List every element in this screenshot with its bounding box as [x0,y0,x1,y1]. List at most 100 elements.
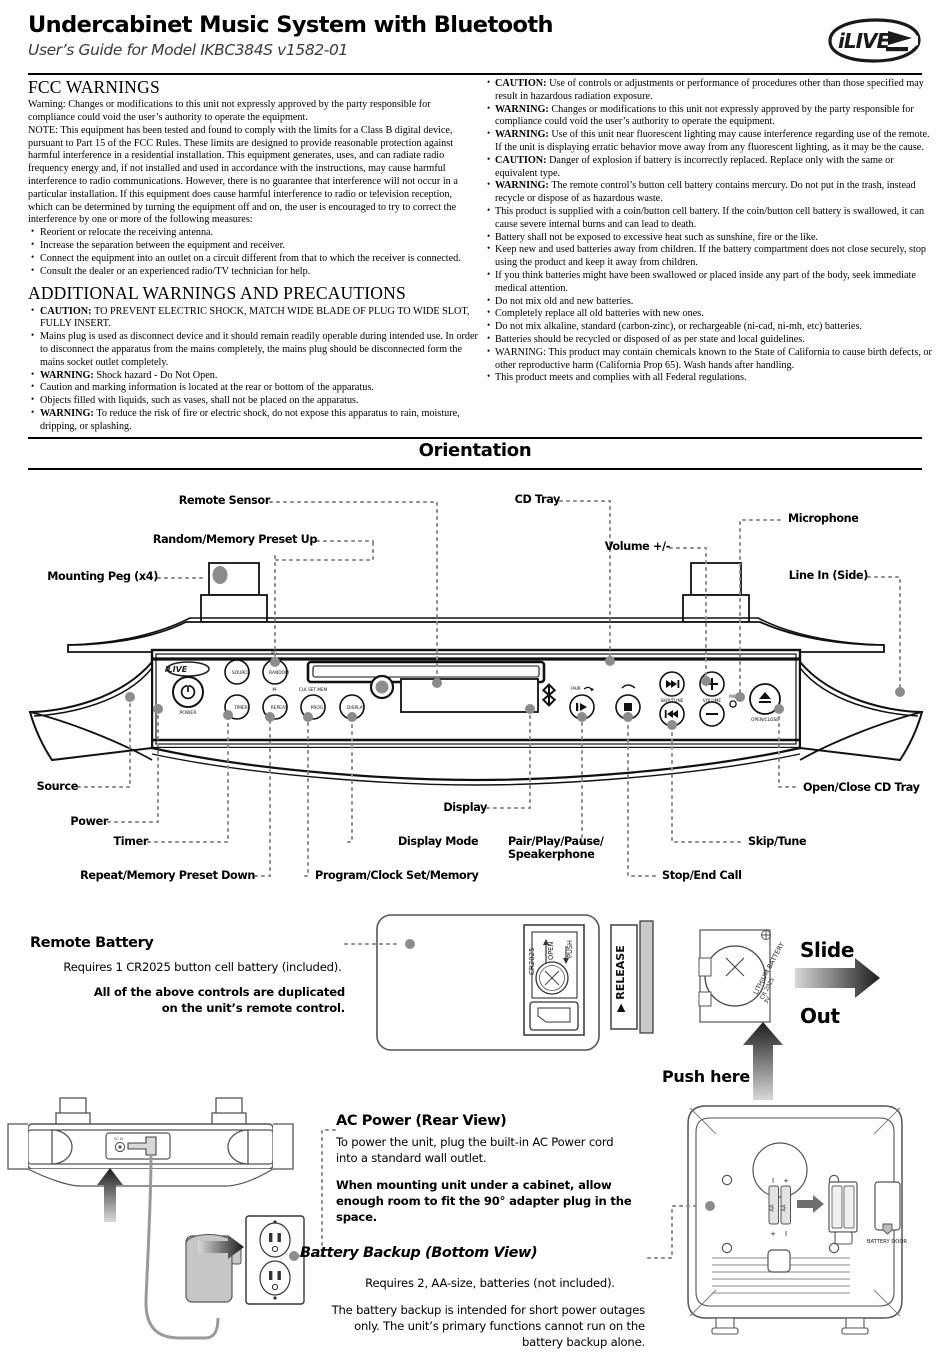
svg-text:M-: M- [272,687,278,693]
svg-text:DISPLAY: DISPLAY [347,705,365,711]
page-title: Undercabinet Music System with Bluetooth [28,12,553,38]
right-warning-item: CAUTION: Use of controls or adjustments … [484,77,934,104]
callout-cd-tray: CD Tray [514,493,561,506]
right-warning-item: WARNING: Changes or modifications to thi… [484,103,934,130]
callout-program-clock: Program/Clock Set/Memory [315,869,479,882]
right-warnings-column: CAUTION: Use of controls or adjustments … [484,77,934,385]
ac-power-paragraph-1: To power the unit, plug the built-in AC … [336,1135,614,1165]
warning-lead: WARNING: [495,180,552,192]
battery-backup-paragraph-2: The battery backup is intended for short… [331,1303,646,1349]
slide-label: Slide [800,938,854,962]
callout-display-mode: Display Mode [398,835,479,848]
callout-random-preset-up: Random/Memory Preset Up [152,533,318,546]
svg-text:AA: AA [782,1204,788,1212]
ilive-logo: iLIVE ™ [826,18,922,64]
remote-battery-note-2: on the unit’s remote control. [161,1001,345,1015]
additional-warning-item: WARNING: To reduce the risk of fire or e… [28,407,478,434]
svg-text:TIMER: TIMER [233,705,248,711]
callout-timer: Timer [113,835,149,848]
svg-text:RANDOM: RANDOM [269,670,289,676]
warning-lead: WARNING: [495,129,552,141]
svg-text:▶ RELEASE: ▶ RELEASE [614,945,627,1012]
right-warning-item: This product meets and complies with all… [484,371,934,385]
fcc-note-paragraph: NOTE: This equipment has been tested and… [28,124,458,226]
ac-power-paragraph-2: When mounting unit under a cabinet, allo… [336,1178,632,1224]
right-warning-item: Battery shall not be exposed to excessiv… [484,231,934,245]
svg-text:iLIVE: iLIVE [165,665,188,674]
callout-remote-sensor: Remote Sensor [178,494,271,507]
additional-warning-item: CAUTION: TO PREVENT ELECTRIC SHOCK, MATC… [28,305,478,332]
svg-text:SKIP/TUNE: SKIP/TUNE [660,698,683,704]
right-warning-item: Completely replace all old batteries wit… [484,307,934,321]
callout-display: Display [443,801,487,814]
fcc-heading: FCC WARNINGS [28,77,160,97]
callout-skip-tune: Skip/Tune [748,835,807,848]
svg-text:+: + [770,1230,776,1238]
svg-text:CLK SET MEM: CLK SET MEM [299,687,328,692]
svg-text:M+: M+ [271,651,279,657]
right-warning-item: WARNING: Use of this unit near fluoresce… [484,128,934,155]
warning-lead: CAUTION: [40,305,95,317]
warning-lead: WARNING: [495,103,552,115]
out-label: Out [800,1004,840,1028]
additional-warnings-list: CAUTION: TO PREVENT ELECTRIC SHOCK, MATC… [28,305,478,434]
callout-source: Source [36,780,79,793]
svg-text:REPEAT: REPEAT [271,705,288,711]
orientation-divider-bottom [28,468,922,471]
fcc-measure-item: Reorient or relocate the receiving anten… [28,226,478,240]
callout-pair-play-pause: Pair/Play/Pause/ Speakerphone [508,835,604,861]
svg-text:PUSH: PUSH [566,940,574,958]
battery-backup-paragraph-1: Requires 2, AA-size, batteries (not incl… [365,1276,615,1290]
svg-text:PAIR: PAIR [571,686,581,692]
callout-open-close: Open/Close CD Tray [803,781,920,794]
warning-lead: WARNING: [40,369,97,381]
svg-text:CR2025: CR2025 [528,947,536,975]
header-divider [28,73,922,76]
callout-pair-line1: Pair/Play/Pause/ [508,835,604,848]
left-warnings-column: FCC WARNINGS Warning: Changes or modific… [28,77,478,434]
page-header: Undercabinet Music System with Bluetooth… [28,12,922,63]
svg-text:™: ™ [911,48,916,54]
svg-text:AA: AA [770,1204,776,1212]
callout-pair-line2: Speakerphone [508,848,595,862]
callout-stop-end-call: Stop/End Call [662,869,742,882]
fcc-measure-item: Connect the equipment into an outlet on … [28,252,478,266]
right-warning-item: Batteries should be recycled or disposed… [484,333,934,347]
svg-text:DC IN: DC IN [114,1137,124,1141]
callout-mounting-peg: Mounting Peg (x4) [47,570,158,583]
warning-lead: CAUTION: [495,154,550,166]
additional-warning-item: WARNING: Shock hazard - Do Not Open. [28,369,478,383]
push-here-label: Push here [662,1067,750,1086]
svg-text:MIC: MIC [729,694,737,699]
additional-warning-item: Caution and marking information is locat… [28,381,478,395]
svg-text:VOLUME: VOLUME [703,698,722,704]
callout-volume: Volume +/- [604,540,671,553]
right-warning-item: If you think batteries might have been s… [484,269,934,296]
warning-lead: WARNING: [40,408,97,420]
page-subtitle: User’s Guide for Model IKBC384S v1582-01 [28,40,348,59]
orientation-divider-top [28,437,922,440]
right-warning-item: This product is supplied with a coin/but… [484,205,934,232]
svg-text:I: I [772,1177,774,1185]
battery-backup-heading: Battery Backup (Bottom View) [300,1245,538,1261]
right-warnings-list: CAUTION: Use of controls or adjustments … [484,77,934,385]
svg-text:iLIVE: iLIVE [838,29,891,53]
svg-text:POWER: POWER [179,710,197,716]
fcc-measure-item: Consult the dealer or an experienced rad… [28,265,478,279]
svg-text:OPEN/CLOSE: OPEN/CLOSE [751,717,779,723]
remote-battery-line1: Requires 1 CR2025 button cell battery (i… [63,960,342,974]
callout-repeat-preset-down: Repeat/Memory Preset Down [80,869,255,882]
fcc-warning-paragraph: Warning: Changes or modifications to thi… [28,99,431,124]
svg-text:3V: 3V [763,996,772,1005]
svg-text:+: + [783,1177,789,1185]
right-warning-item: WARNING: The remote control’s button cel… [484,179,934,206]
ac-power-heading: AC Power (Rear View) [336,1113,507,1129]
svg-text:OPEN: OPEN [547,942,555,960]
right-warning-item: Keep new and used batteries away from ch… [484,243,934,270]
svg-text:PROG: PROG [311,705,324,711]
remote-battery-note-1: All of the above controls are duplicated [93,985,345,999]
right-warning-item: Do not mix alkaline, standard (carbon-zi… [484,320,934,334]
callout-line-in: Line In (Side) [788,569,869,582]
svg-text:LITHIUM BATTERY: LITHIUM BATTERY [752,940,787,996]
